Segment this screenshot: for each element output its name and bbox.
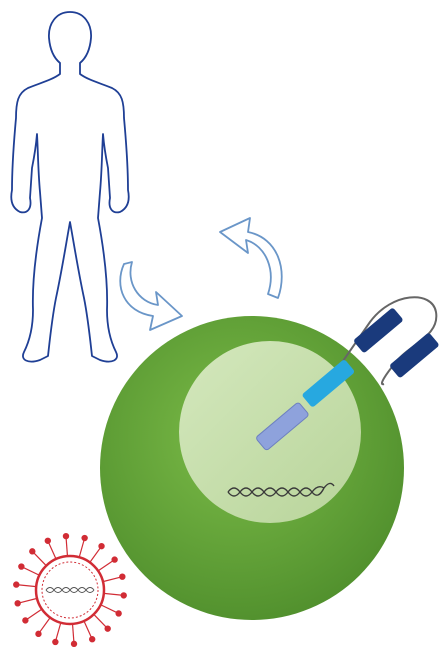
curved-arrow-from-cell — [220, 218, 282, 298]
receptor-domain-dark-upper — [353, 307, 404, 353]
virus-particle — [14, 534, 127, 647]
virus-spike-tip — [14, 582, 19, 587]
virus-spike-tip — [30, 549, 35, 554]
receptor-domain-dark-lower — [389, 332, 440, 378]
virus-spike-tip — [23, 618, 28, 623]
virus-spike-tip — [120, 574, 125, 579]
virus-spike-tip — [19, 564, 24, 569]
virus-spike-tip — [90, 637, 95, 642]
virus-spike-tip — [63, 534, 68, 539]
virus-spike-tip — [71, 641, 76, 646]
virus-spike-tip — [112, 557, 117, 562]
curved-arrow-to-cell — [120, 262, 182, 330]
virus-spike-tip — [121, 593, 126, 598]
human-silhouette — [11, 12, 128, 362]
virus-spike-tip — [15, 601, 20, 606]
virus-spike-tip — [45, 538, 50, 543]
virus-spike-tip — [105, 626, 110, 631]
virus-spike-tip — [53, 639, 58, 644]
virus-spike-tip — [82, 535, 87, 540]
virus-spike-tip — [36, 631, 41, 636]
virus-spike-tip — [116, 611, 121, 616]
virus-spike-tip — [99, 544, 104, 549]
